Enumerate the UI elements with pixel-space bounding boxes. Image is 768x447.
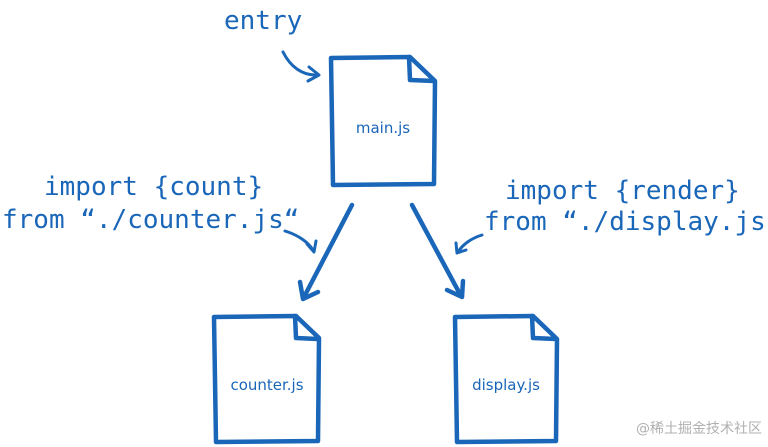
watermark: @稀土掘金技术社区 [636, 421, 762, 437]
counter-js-document: counter.js [211, 313, 322, 445]
import-arrow-left [301, 202, 355, 300]
document-fold-icon [529, 313, 559, 342]
display-js-document: display.js [452, 313, 560, 445]
import-arrow-left-head [297, 279, 321, 302]
entry-arrow-head [306, 65, 321, 83]
left-import-line2: from “./counter.js“ [2, 205, 299, 235]
document-fold-icon [406, 54, 437, 84]
main-js-document: main.js [328, 54, 438, 188]
counter-js-label: counter.js [230, 376, 303, 394]
document-icon [328, 54, 438, 188]
import-arrow-right [409, 202, 464, 299]
display-js-label: display.js [472, 376, 540, 394]
left-pointer-arrow-head [305, 239, 318, 254]
right-import-line2: from “./display.js“ [484, 207, 768, 237]
entry-label: entry [224, 6, 302, 36]
import-arrow-right-head [444, 278, 466, 300]
left-import-line1: import {count} [44, 172, 263, 202]
right-pointer-arrow-head [454, 241, 468, 255]
main-js-label: main.js [356, 119, 410, 137]
entry-arrow [281, 50, 320, 77]
document-fold-icon [292, 313, 321, 342]
document-icon [452, 313, 560, 445]
document-icon [211, 313, 322, 445]
right-import-line1: import {render} [505, 176, 740, 206]
right-pointer-arrow [456, 233, 484, 254]
